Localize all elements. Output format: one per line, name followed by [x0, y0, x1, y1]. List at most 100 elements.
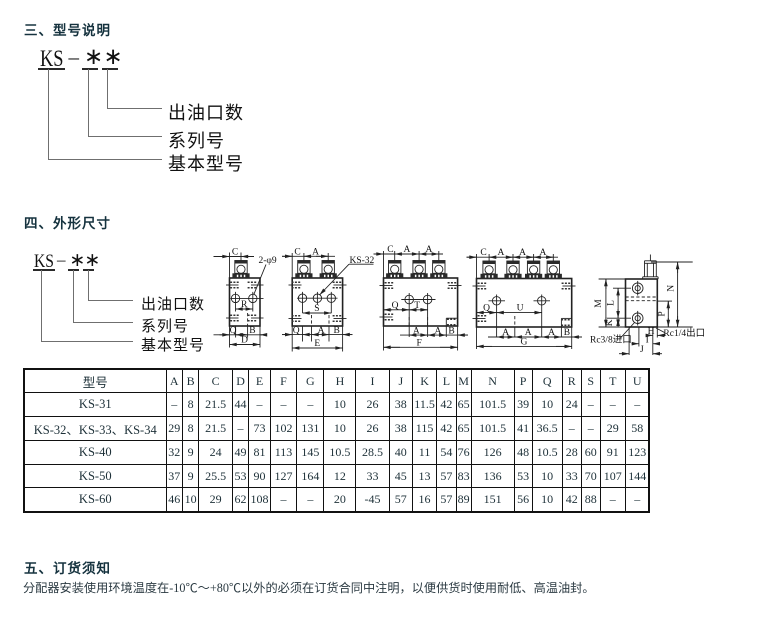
fitting-nut-slit: [299, 274, 302, 278]
drawing-line: [620, 322, 635, 339]
fitting-cap: [322, 260, 335, 264]
dimension-cell: 26: [355, 416, 390, 441]
dimension-cell: 57: [436, 463, 457, 489]
mounting-hole-mark: [454, 287, 457, 289]
table-header-cell: D: [231, 368, 250, 394]
underline-base: [33, 269, 55, 271]
dimension-cell: 131: [296, 416, 325, 441]
callout-line: [48, 69, 49, 160]
mounting-hole-mark: [391, 282, 394, 284]
fitting-cap: [482, 261, 496, 264]
mounting-hole-mark: [291, 281, 294, 283]
dimension-cell: 38: [388, 392, 413, 418]
dimension-cell: 11: [411, 439, 438, 465]
dimension-cell: 45: [388, 463, 413, 489]
dimension-cell: 10.5: [323, 439, 357, 465]
mounting-hole-mark: [332, 281, 335, 283]
mounting-hole-mark: [254, 287, 257, 289]
mounting-hole-mark: [254, 314, 257, 316]
mounting-hole-mark: [250, 320, 253, 322]
hole-callout-label: 2-φ9: [259, 256, 277, 266]
dimension-cell: –: [580, 392, 601, 418]
dimension-cell: 9: [181, 439, 200, 465]
fitting-cap: [297, 260, 311, 264]
mounting-hole-mark: [454, 282, 457, 284]
dimension-cell: 90: [248, 463, 271, 489]
table-header-cell: N: [470, 368, 515, 394]
fitting-cap: [234, 260, 248, 264]
fitting-nut-slit: [441, 274, 444, 278]
dimension-cell: 101.5: [470, 392, 515, 418]
mounting-hole-mark: [384, 282, 387, 284]
mounting-hole-mark: [294, 315, 297, 317]
dim-code-dash: –: [57, 250, 66, 269]
mounting-hole-mark: [230, 320, 233, 322]
dimension-cell: –: [599, 487, 626, 513]
dimension-cell: 24: [198, 439, 233, 465]
dimension-cell: –: [296, 487, 325, 513]
mounting-hole-mark: [387, 313, 390, 315]
callout-line: [107, 69, 108, 109]
fitting-ball: [323, 264, 333, 274]
mounting-hole-mark: [230, 281, 233, 283]
mounting-hole-mark: [298, 320, 301, 322]
label-outlet-count: 出油口数: [141, 297, 206, 313]
dimension-cell: 36.5: [531, 416, 563, 441]
dim-code-star-1: ∗: [69, 249, 86, 271]
dimension-cell: –: [561, 416, 582, 441]
section-model-heading: 三、型号说明: [24, 23, 111, 38]
mounting-hole-mark: [247, 287, 250, 289]
table-header-cell: G: [296, 368, 325, 394]
dim-label-A: A: [312, 247, 319, 257]
mounting-hole-mark: [339, 315, 342, 317]
mounting-hole-mark: [250, 287, 253, 289]
dim-label-A: A: [502, 328, 509, 338]
dimension-cell: 11.5: [411, 392, 438, 418]
dim-label-U: U: [517, 304, 524, 314]
mounting-hole-mark: [561, 282, 564, 284]
dim-label-Q: Q: [392, 301, 399, 311]
callout-line: [88, 300, 133, 301]
mounting-hole-mark: [291, 320, 294, 322]
dim-label-C: C: [294, 247, 300, 257]
mounting-hole-mark: [339, 320, 342, 322]
fitting-cap: [432, 260, 445, 264]
dimension-cell: 10.5: [531, 439, 563, 465]
mounting-hole-mark: [567, 319, 570, 321]
fitting-ball: [299, 264, 309, 274]
dim-label-A: A: [425, 245, 432, 255]
dim-label-A: A: [318, 326, 325, 336]
dim-label-A: A: [548, 328, 555, 338]
table-header-cell: A: [165, 368, 183, 394]
mounting-hole-mark: [250, 314, 253, 316]
underline-star-2: [102, 68, 118, 70]
mounting-hole-mark: [332, 320, 335, 322]
model-cell: KS-31: [23, 392, 167, 418]
fitting-nut-slit: [397, 274, 399, 278]
block-outline: [475, 277, 573, 328]
mounting-hole-mark: [480, 315, 483, 317]
inlet-port-label: Rc3/8进口: [590, 335, 632, 346]
dim-label-Q: Q: [483, 304, 490, 314]
dimension-cell: 32: [165, 439, 183, 465]
ordering-note: 分配器安装使用环境温度在-10℃～+80℃以外的必须在订货合同中注明，以便供货时…: [23, 581, 595, 595]
dimension-cell: 10: [531, 487, 563, 513]
dimension-cell: 53: [513, 463, 533, 489]
callout-line: [48, 159, 162, 160]
dim-label-A: A: [403, 245, 410, 255]
mounting-hole-mark: [236, 314, 239, 316]
dimension-cell: 108: [248, 487, 271, 513]
dimension-cell: 145: [296, 439, 325, 465]
mounting-hole-mark: [447, 287, 450, 289]
dimension-cell: 65: [455, 392, 472, 418]
mounting-hole-mark: [567, 324, 570, 326]
dimension-cell: 10: [323, 392, 357, 418]
model-code-base: KS: [40, 46, 64, 71]
dimension-cell: –: [624, 392, 650, 418]
table-header-cell: U: [624, 368, 650, 394]
